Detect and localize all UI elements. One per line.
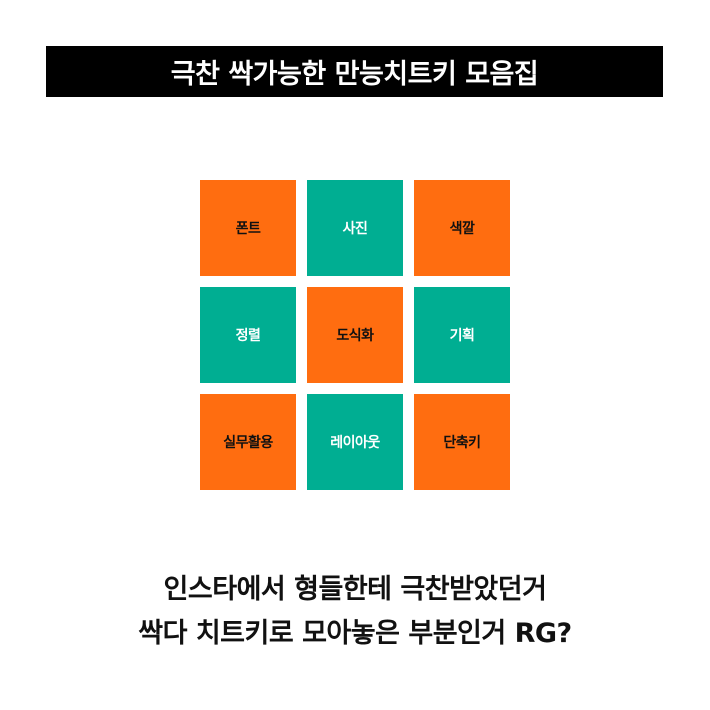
tile-alignment[interactable]: 정렬 bbox=[200, 287, 296, 383]
tile-color[interactable]: 색깔 bbox=[414, 180, 510, 276]
tile-shortcuts[interactable]: 단축키 bbox=[414, 394, 510, 490]
title-banner: 극찬 싹가능한 만능치트키 모음집 bbox=[46, 46, 663, 97]
tile-diagram[interactable]: 도식화 bbox=[307, 287, 403, 383]
tile-label: 정렬 bbox=[235, 328, 261, 344]
tile-photo[interactable]: 사진 bbox=[307, 180, 403, 276]
tile-layout[interactable]: 레이아웃 bbox=[307, 394, 403, 490]
caption-line-1: 인스타에서 형들한테 극찬받았던거 bbox=[163, 574, 547, 605]
tile-label: 폰트 bbox=[235, 221, 261, 237]
tile-label: 사진 bbox=[342, 221, 368, 237]
tile-font[interactable]: 폰트 bbox=[200, 180, 296, 276]
tile-label: 단축키 bbox=[443, 435, 481, 451]
tile-label: 도식화 bbox=[336, 328, 374, 344]
tile-label: 색깔 bbox=[449, 221, 475, 237]
caption-line-2: 싹다 치트키로 모아놓은 부분인거 RG? bbox=[138, 618, 572, 649]
page-title: 극찬 싹가능한 만능치트키 모음집 bbox=[170, 59, 539, 90]
tile-label: 레이아웃 bbox=[330, 435, 380, 451]
tile-planning[interactable]: 기획 bbox=[414, 287, 510, 383]
tile-label: 실무활용 bbox=[223, 435, 273, 451]
tile-practical-use[interactable]: 실무활용 bbox=[200, 394, 296, 490]
category-grid: 폰트 사진 색깔 정렬 도식화 기획 실무활용 레이아웃 단축키 bbox=[200, 180, 510, 490]
caption: 인스타에서 형들한테 극찬받았던거 싹다 치트키로 모아놓은 부분인거 RG? bbox=[0, 568, 710, 656]
tile-label: 기획 bbox=[449, 328, 475, 344]
